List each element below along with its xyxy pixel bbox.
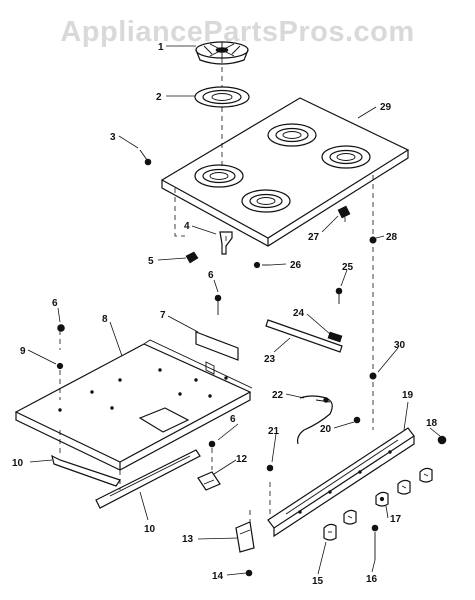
screw-part-9 — [56, 362, 64, 400]
clip-part-27 — [337, 205, 351, 219]
knob-valve-2 — [397, 479, 411, 495]
callout-17: 17 — [390, 514, 402, 525]
callout-24: 24 — [293, 308, 305, 319]
watermark: AppliancePartsPros.com — [60, 16, 415, 48]
bracket-part-12 — [197, 471, 221, 491]
callout-16: 16 — [366, 574, 378, 585]
screw-part-25 — [335, 287, 343, 304]
callout-25: 25 — [342, 262, 354, 273]
callout-21: 21 — [268, 426, 280, 437]
screw-part-16 — [371, 524, 379, 560]
screw-part-6-left — [57, 324, 65, 350]
callout-labels: 1 2 3 29 4 5 26 28 27 6 7 25 24 23 6 8 9… — [12, 42, 438, 587]
screw-part-6-lower — [208, 440, 216, 470]
callout-18: 18 — [426, 418, 438, 429]
callout-26: 26 — [290, 260, 302, 271]
manifold-panel-part-19 — [267, 427, 415, 538]
valve-part-17 — [375, 491, 389, 507]
callout-30: 30 — [394, 340, 406, 351]
burner-box-part-8 — [14, 339, 253, 471]
callout-28: 28 — [386, 232, 398, 243]
bracket-part-24 — [327, 331, 343, 343]
screw-part-26 — [253, 261, 270, 269]
bracket-part-13 — [235, 521, 255, 553]
burner-cap-part-2 — [194, 86, 250, 108]
callout-15: 15 — [312, 576, 324, 587]
valve-part-15 — [323, 523, 337, 541]
callout-9: 9 — [20, 346, 26, 357]
clip-part-5 — [185, 251, 199, 264]
knob-valve-3 — [343, 509, 357, 525]
callout-6-lower: 6 — [230, 414, 236, 425]
leader-lines — [27, 45, 441, 576]
callout-19: 19 — [402, 390, 414, 401]
callout-4: 4 — [184, 221, 190, 232]
callout-8: 8 — [102, 314, 108, 325]
rail-part-10-bottom — [95, 449, 201, 509]
callout-3: 3 — [110, 132, 116, 143]
callout-29: 29 — [380, 102, 392, 113]
screw-part-30 — [369, 372, 377, 380]
screw-part-21 — [266, 464, 274, 472]
callout-5: 5 — [148, 256, 154, 267]
callout-6-left: 6 — [52, 298, 58, 309]
callout-20: 20 — [320, 424, 332, 435]
screw-part-20 — [353, 416, 361, 424]
callout-23: 23 — [264, 354, 276, 365]
callout-1: 1 — [158, 42, 164, 53]
bracket-part-4 — [219, 231, 233, 255]
callout-6-upper: 6 — [208, 270, 214, 281]
callout-22: 22 — [272, 390, 284, 401]
callout-2: 2 — [156, 92, 162, 103]
screw-part-14 — [245, 569, 253, 577]
screw-part-28 — [369, 236, 377, 244]
strip-part-23 — [265, 319, 343, 353]
tube-part-22 — [297, 395, 333, 445]
knob-part-18 — [437, 435, 447, 445]
callout-13: 13 — [182, 534, 194, 545]
callout-10-bottom: 10 — [144, 524, 156, 535]
callout-27: 27 — [308, 232, 320, 243]
bracket-part-7 — [195, 331, 239, 361]
knob-valve-1 — [419, 467, 433, 483]
callout-12: 12 — [236, 454, 248, 465]
cooktop-part-29 — [160, 97, 410, 247]
screw-part-3 — [139, 149, 152, 166]
callout-7: 7 — [160, 310, 166, 321]
support-part-10-left — [51, 430, 121, 487]
callout-14: 14 — [212, 571, 224, 582]
callout-10-left: 10 — [12, 458, 24, 469]
screw-part-6-upper — [214, 294, 222, 315]
